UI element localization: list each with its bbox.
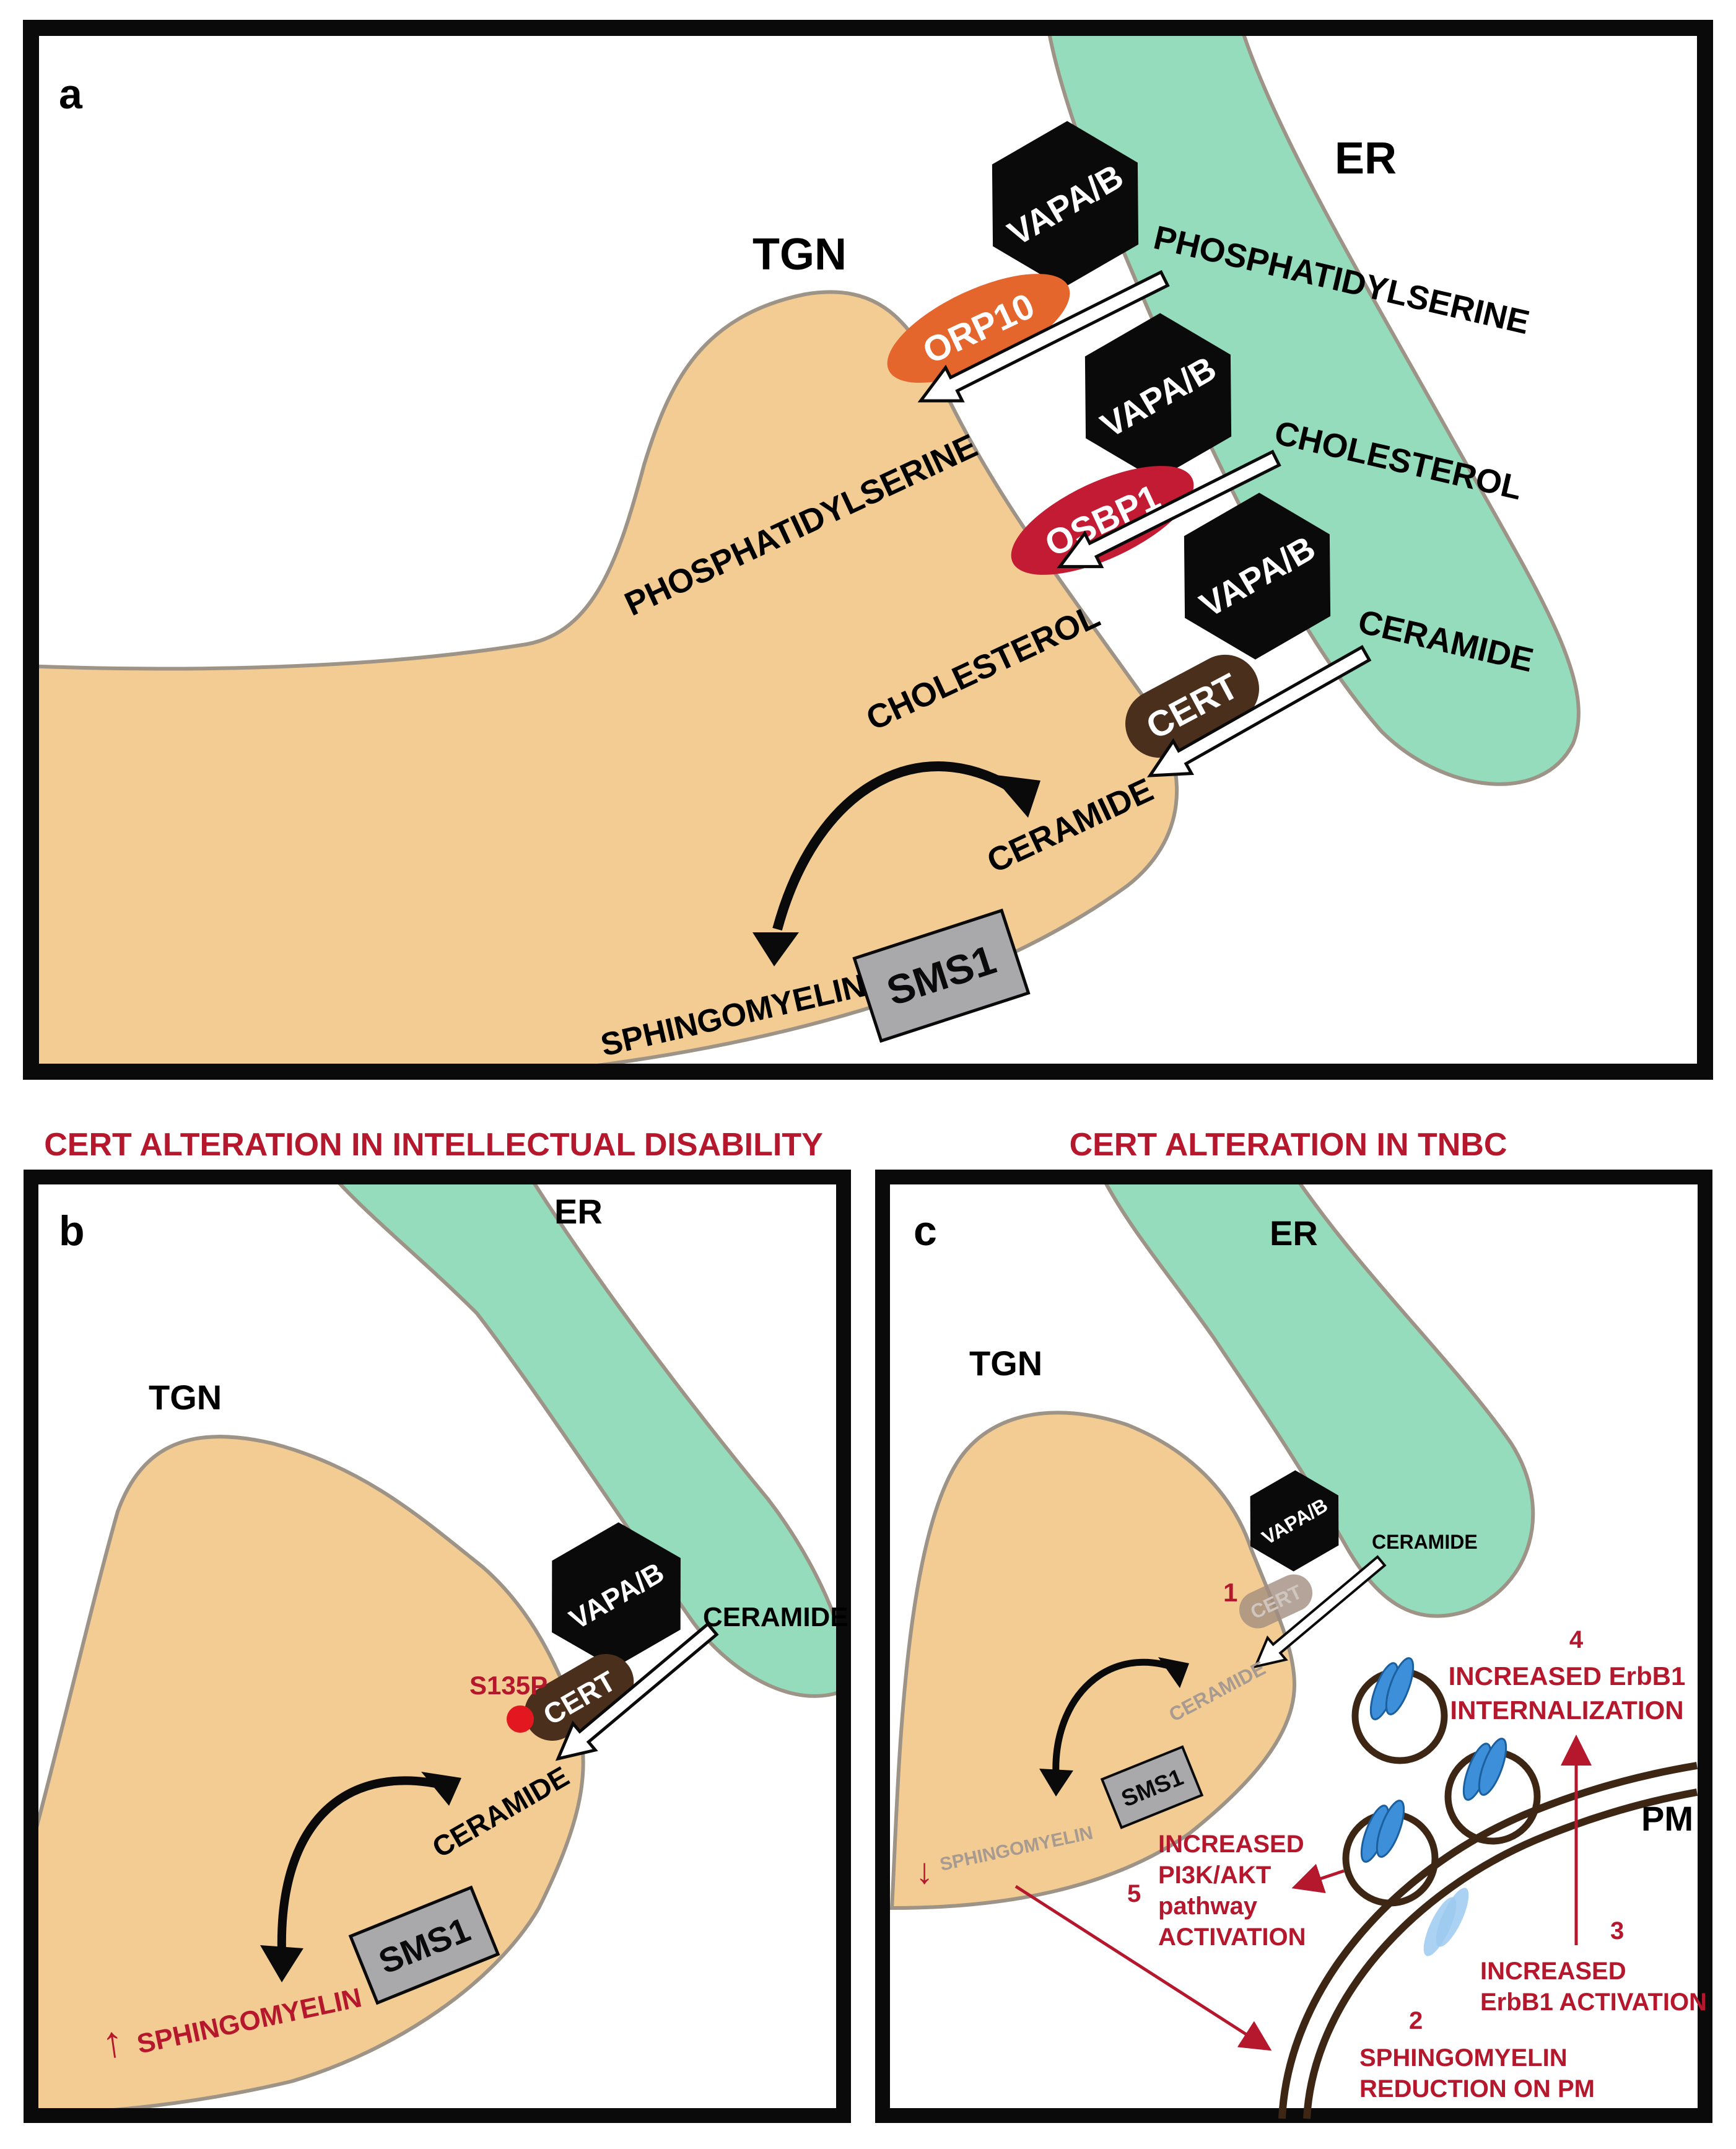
tgn-label-b: TGN	[149, 1378, 222, 1417]
step-4-line-2: INTERNALIZATION	[1450, 1696, 1683, 1725]
vap-protein-3: VAPA/B	[1184, 492, 1331, 660]
pm-label: PM	[1641, 1799, 1693, 1838]
er-lipid-ceramide-c: CERAMIDE	[1372, 1531, 1478, 1553]
step-5-line-3: pathway	[1158, 1893, 1258, 1920]
arrow-to-pi3k	[1291, 1863, 1345, 1894]
panel-b: b ER TGN VAPA/B CERT S135P CERAMIDE CERA…	[24, 1170, 851, 2123]
step-5-line-4: ACTIVATION	[1158, 1924, 1306, 1951]
step-2-line-1: SPHINGOMYELIN	[1359, 2044, 1568, 2072]
conversion-arrow-tail-b	[421, 1772, 461, 1806]
conversion-arrow-tail	[991, 774, 1040, 818]
vesicle-2	[1444, 1738, 1541, 1845]
arrow-to-pm	[1014, 1884, 1272, 2051]
conversion-arrow	[772, 761, 1031, 931]
plasma-membrane-inner	[1303, 1788, 1698, 2119]
transfer-arrow-c	[1253, 1555, 1387, 1669]
transfer-arrow-chol	[1057, 449, 1281, 569]
vap-protein-c: VAPA/B	[1250, 1470, 1339, 1572]
er-label: ER	[1335, 134, 1397, 183]
step-5-line-2: PI3K/AKT	[1158, 1862, 1271, 1889]
conversion-arrow-b	[277, 1776, 453, 1952]
transfer-arrow-ps	[917, 269, 1170, 403]
vap-protein-1: VAPA/B	[992, 121, 1139, 288]
mutation-label: S135P	[469, 1671, 547, 1700]
tgn-label-c: TGN	[969, 1344, 1042, 1383]
sms1-enzyme: SMS1	[852, 908, 1031, 1043]
panel-c-frame	[875, 1170, 1712, 2123]
conversion-arrow-tail-c	[1158, 1657, 1189, 1688]
conversion-arrowhead	[752, 932, 799, 966]
er-organelle-c	[1100, 1177, 1535, 1618]
step-3-line-1: INCREASED	[1480, 1958, 1626, 1985]
sms1-enzyme-c: SMS1	[1100, 1745, 1204, 1829]
conversion-arrow-c	[1052, 1658, 1181, 1775]
vesicle-1	[1351, 1657, 1448, 1764]
step-3-number: 3	[1610, 1917, 1624, 1945]
panel-b-letter: b	[59, 1207, 85, 1254]
conversion-arrowhead-c	[1039, 1769, 1073, 1797]
panel-c: c ER TGN VAPA/B CERT 1 CERAMIDE CERAMIDE…	[875, 1170, 1712, 2123]
conversion-arrowhead-b	[260, 1945, 303, 1982]
step-2-line-2: REDUCTION ON PM	[1359, 2075, 1595, 2103]
arrow-down-c: ↓	[915, 1851, 933, 1891]
panel-b-frame	[24, 1170, 851, 2123]
mutation-dot	[507, 1705, 534, 1733]
step-5-line-1: INCREASED	[1158, 1831, 1304, 1858]
transfer-arrow-b	[555, 1622, 719, 1761]
er-lipid-ceramide-b: CERAMIDE	[703, 1602, 848, 1632]
transfer-arrow-cer	[1146, 645, 1372, 777]
membrane-receptor-2	[1436, 1888, 1469, 1947]
panel-c-letter: c	[914, 1207, 937, 1254]
step-2-number: 2	[1409, 2007, 1423, 2034]
vap-protein-b: VAPA/B	[552, 1522, 681, 1668]
step-1-number: 1	[1223, 1578, 1237, 1607]
step-4-number: 4	[1569, 1626, 1584, 1653]
vesicle-3	[1342, 1800, 1439, 1907]
er-label-b: ER	[554, 1192, 603, 1231]
panel-c-heading: CERT ALTERATION IN TNBC	[1070, 1127, 1507, 1163]
er-organelle	[1046, 28, 1581, 786]
panel-a-letter: a	[59, 71, 83, 118]
er-label-c: ER	[1270, 1214, 1318, 1253]
step-5-number: 5	[1127, 1880, 1141, 1907]
panel-b-heading: CERT ALTERATION IN INTELLECTUAL DISABILI…	[44, 1127, 823, 1163]
panel-a: a ER TGN VAPA/B VAPA/B VAPA/B ORP10 OSBP…	[23, 20, 1713, 1080]
tgn-label: TGN	[752, 230, 847, 279]
panel-a-frame	[23, 20, 1713, 1080]
step-4-line-1: INCREASED ErbB1	[1449, 1661, 1686, 1691]
step-3-line-2: ErbB1 ACTIVATION	[1480, 1989, 1707, 2016]
sms1-enzyme-b: SMS1	[348, 1885, 500, 2005]
er-organelle-b	[331, 1177, 844, 1704]
vap-protein-2: VAPA/B	[1084, 313, 1232, 480]
